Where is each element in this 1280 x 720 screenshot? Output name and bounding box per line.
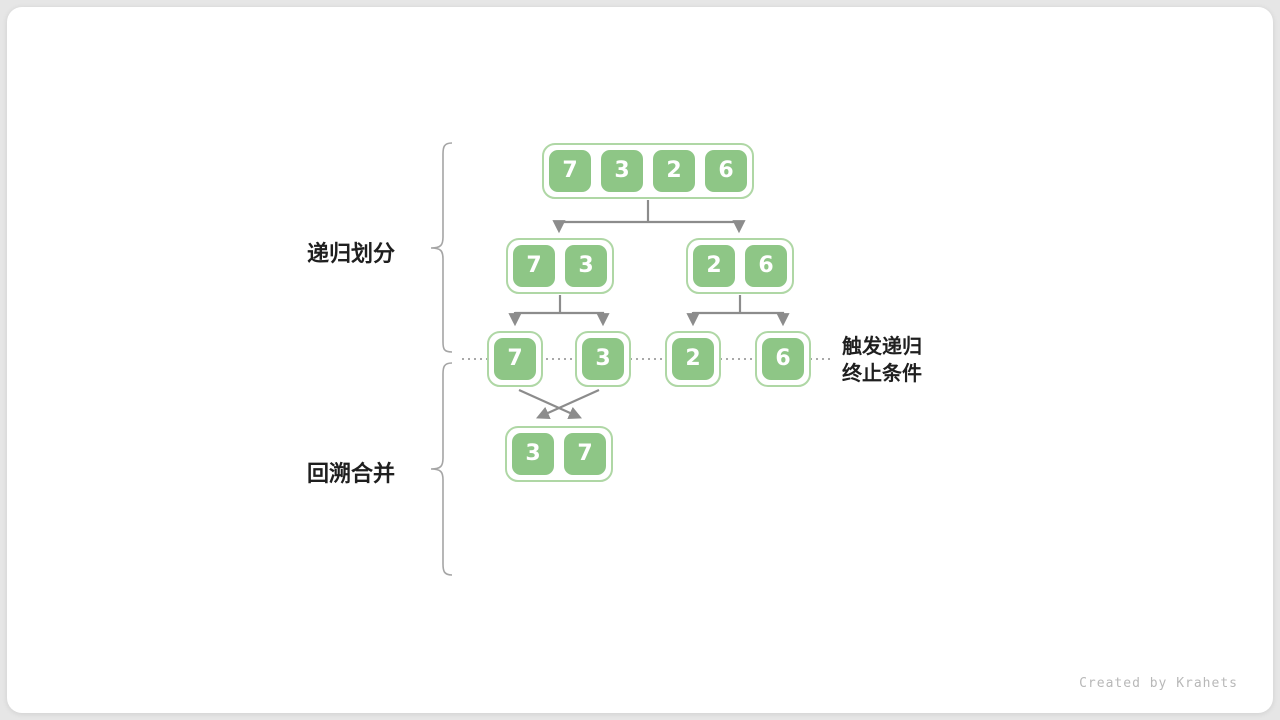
cell-value: 3 [512, 433, 554, 475]
cell-value: 7 [549, 150, 591, 192]
diagram-card [7, 7, 1273, 713]
array-group-single: 3 [575, 331, 631, 387]
cell-value: 3 [565, 245, 607, 287]
array-group-root: 7 3 2 6 [542, 143, 754, 199]
cell-value: 6 [745, 245, 787, 287]
cell-value: 2 [653, 150, 695, 192]
cell-value: 7 [513, 245, 555, 287]
array-group-single: 6 [755, 331, 811, 387]
array-group-single: 2 [665, 331, 721, 387]
cell-value: 6 [762, 338, 804, 380]
credit-watermark: Created by Krahets [1079, 676, 1238, 691]
label-backtrack-merge: 回溯合并 [307, 462, 396, 487]
cell-value: 7 [564, 433, 606, 475]
array-group-left: 7 3 [506, 238, 614, 294]
cell-value: 2 [672, 338, 714, 380]
array-group-right: 2 6 [686, 238, 794, 294]
cell-value: 6 [705, 150, 747, 192]
array-group-merged: 3 7 [505, 426, 613, 482]
termination-line2: 终止条件 [842, 361, 922, 385]
cell-value: 3 [582, 338, 624, 380]
cell-value: 2 [693, 245, 735, 287]
cell-value: 7 [494, 338, 536, 380]
termination-line1: 触发递归 [842, 334, 922, 358]
array-group-single: 7 [487, 331, 543, 387]
label-termination-condition: 触发递归 终止条件 [842, 333, 922, 387]
cell-value: 3 [601, 150, 643, 192]
label-recursive-divide: 递归划分 [307, 242, 396, 267]
